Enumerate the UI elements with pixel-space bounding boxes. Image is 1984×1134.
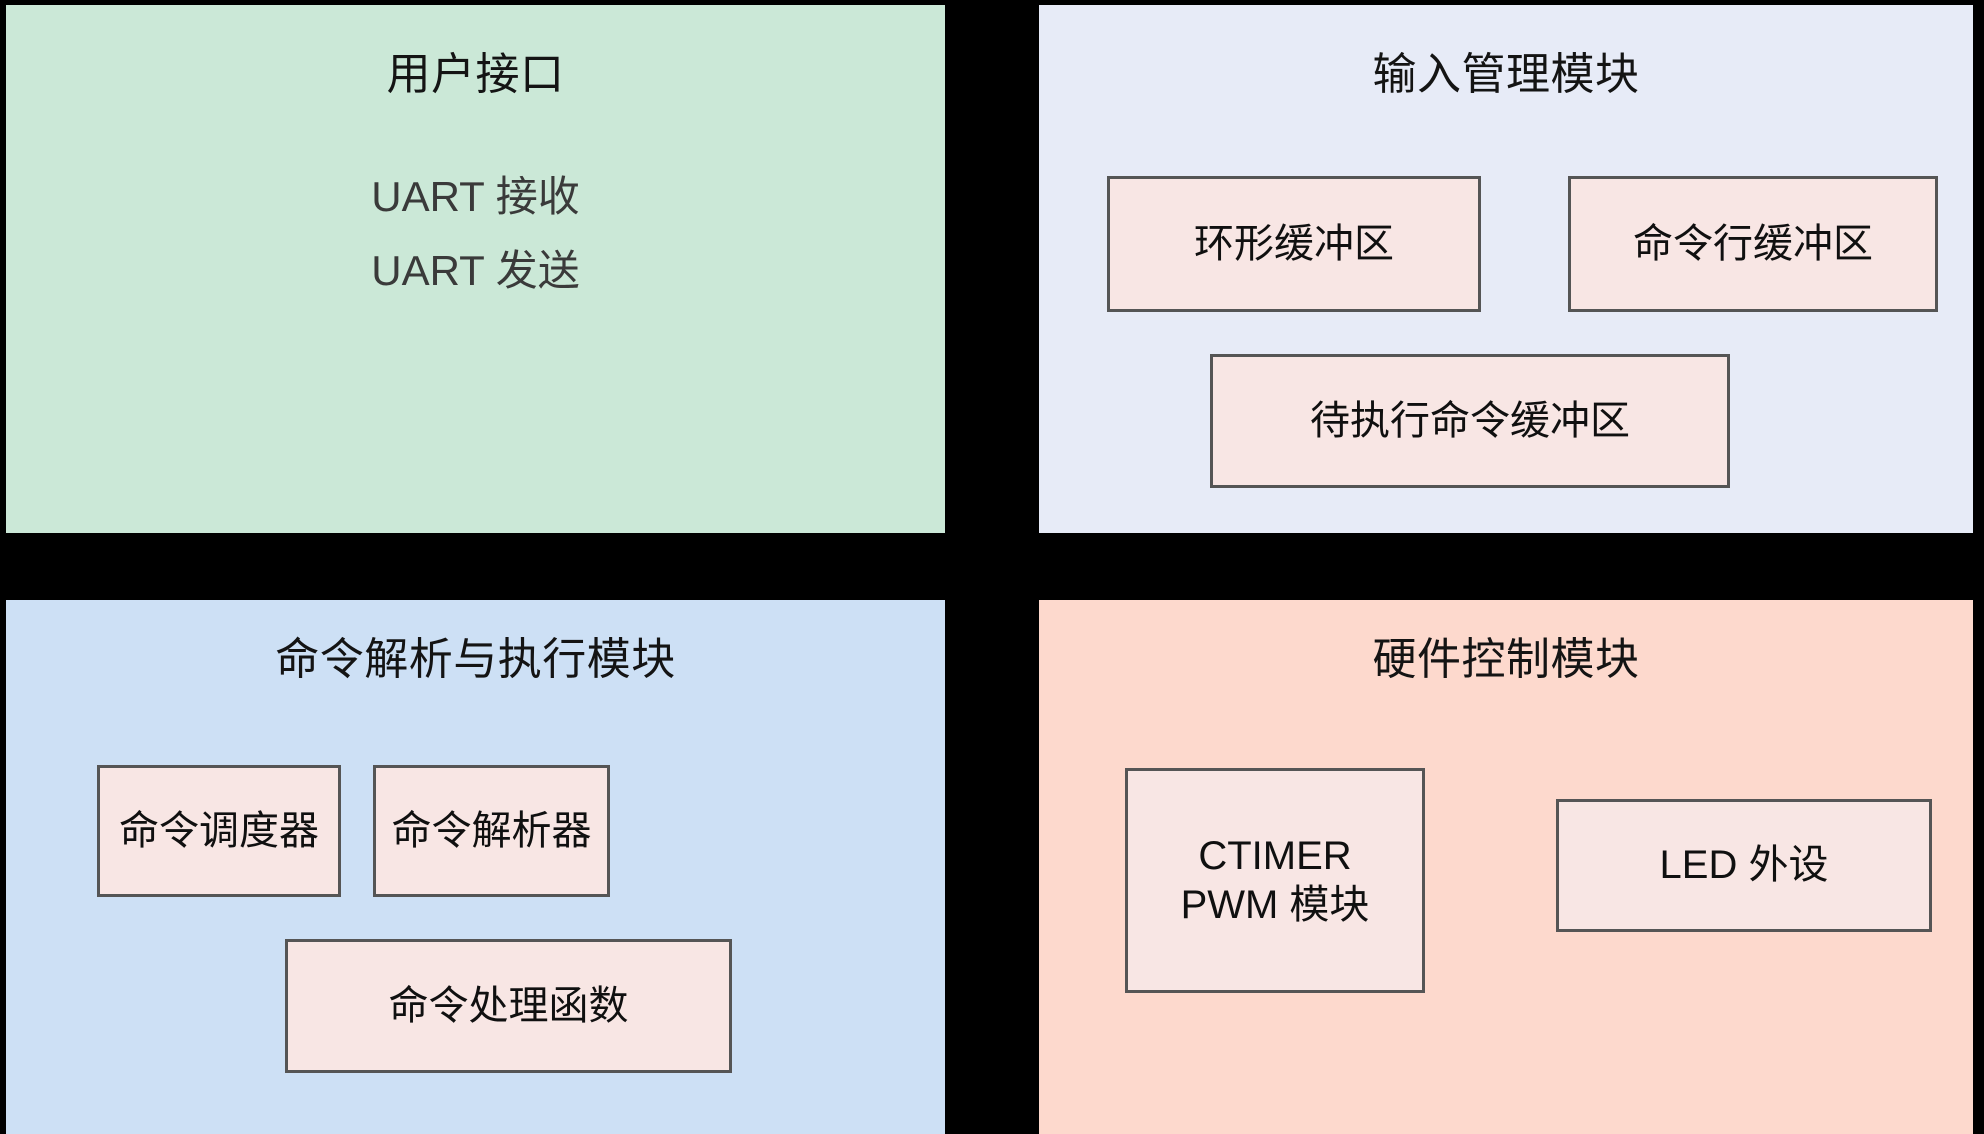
box-ring-buffer[interactable]: 环形缓冲区 [1107, 176, 1481, 312]
box-ctimer-pwm-module-label: CTIMER PWM 模块 [1180, 833, 1370, 927]
box-command-parser-label: 命令解析器 [391, 808, 592, 853]
panel-input-management-title: 输入管理模块 [1372, 50, 1640, 99]
box-command-line-buffer[interactable]: 命令行缓冲区 [1568, 176, 1938, 312]
box-pending-command-buffer-label: 待执行命令缓冲区 [1310, 398, 1630, 443]
panel-command-parse-exec-title: 命令解析与执行模块 [275, 635, 676, 684]
box-command-parser[interactable]: 命令解析器 [373, 765, 610, 897]
box-ctimer-pwm-module[interactable]: CTIMER PWM 模块 [1125, 768, 1425, 993]
box-command-handler-functions[interactable]: 命令处理函数 [285, 939, 732, 1073]
panel-input-management[interactable]: 输入管理模块 环形缓冲区 命令行缓冲区 待执行命令缓冲区 [1039, 5, 1973, 533]
box-command-dispatcher[interactable]: 命令调度器 [97, 765, 341, 897]
uart-transmit-label: UART 发送 [371, 247, 580, 294]
panel-hardware-control[interactable]: 硬件控制模块 CTIMER PWM 模块 LED 外设 [1039, 600, 1973, 1134]
box-ring-buffer-label: 环形缓冲区 [1194, 221, 1394, 266]
box-command-dispatcher-label: 命令调度器 [119, 808, 319, 853]
uart-receive-label: UART 接收 [371, 173, 580, 220]
box-led-peripheral-label: LED 外设 [1659, 843, 1829, 888]
box-command-handler-functions-label: 命令处理函数 [388, 983, 629, 1028]
box-pending-command-buffer[interactable]: 待执行命令缓冲区 [1210, 354, 1730, 488]
panel-user-interface[interactable]: 用户接口 UART 接收 UART 发送 [6, 5, 945, 533]
panel-hardware-control-title: 硬件控制模块 [1372, 635, 1640, 684]
panel-command-parse-exec[interactable]: 命令解析与执行模块 命令调度器 命令解析器 命令处理函数 [6, 600, 945, 1134]
box-command-line-buffer-label: 命令行缓冲区 [1633, 221, 1873, 266]
panel-user-interface-title: 用户接口 [386, 50, 565, 99]
box-led-peripheral[interactable]: LED 外设 [1556, 799, 1932, 932]
